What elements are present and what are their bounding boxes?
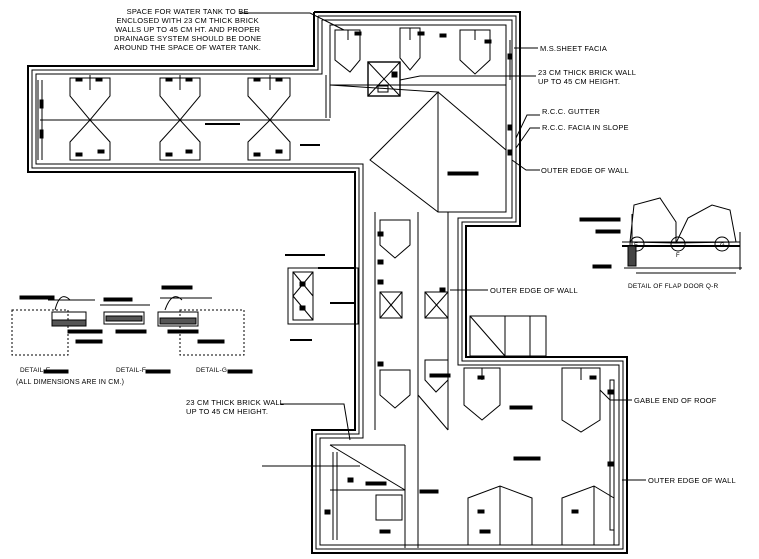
outer-edge-mid-label: OUTER EDGE OF WALL [490, 286, 578, 295]
flap-mark-f: F [676, 253, 680, 259]
building-outer-wall [27, 11, 628, 554]
outer-edge-top-label: OUTER EDGE OF WALL [541, 166, 629, 175]
leader-lines [240, 12, 646, 481]
outer-edge-bottom-label: OUTER EDGE OF WALL [648, 476, 736, 485]
water-tank-note: SPACE FOR WATER TANK TO BE ENCLOSED WITH… [114, 7, 262, 52]
rcc-gutter-label: R.C.C. GUTTER [542, 107, 601, 116]
ms-sheet-facia-label: M.S.SHEET FACIA [540, 44, 608, 53]
details-efg [11, 285, 253, 374]
flap-mark-e: E [634, 243, 638, 249]
bottom-block-roof [324, 367, 615, 548]
rcc-facia-slope-label: R.C.C. FACIA IN SLOPE [542, 123, 629, 132]
corridor-annex [285, 254, 359, 341]
flap-door-caption: DETAIL OF FLAP DOOR Q-R [628, 283, 719, 290]
detail-g-caption: DETAIL-G [196, 367, 228, 374]
flap-door-detail [579, 197, 742, 274]
left-wing-roof [37, 75, 331, 161]
brick-wall-bottom-label: 23 CM THICK BRICK WALL UP TO 45 CM HEIGH… [186, 398, 285, 416]
detail-f-caption: DETAIL-F [116, 367, 147, 374]
detail-e-caption: DETAIL-E [20, 367, 51, 374]
central-corridor-roof [374, 212, 547, 431]
brick-wall-top-label: 23 CM THICK BRICK WALL UP TO 45 CM HEIGH… [538, 68, 637, 86]
dimensions-note: (ALL DIMENSIONS ARE IN CM.) [16, 379, 125, 386]
top-block-roof [329, 24, 513, 213]
gable-end-label: GABLE END OF ROOF [634, 396, 717, 405]
flap-mark-g: G [720, 243, 725, 249]
